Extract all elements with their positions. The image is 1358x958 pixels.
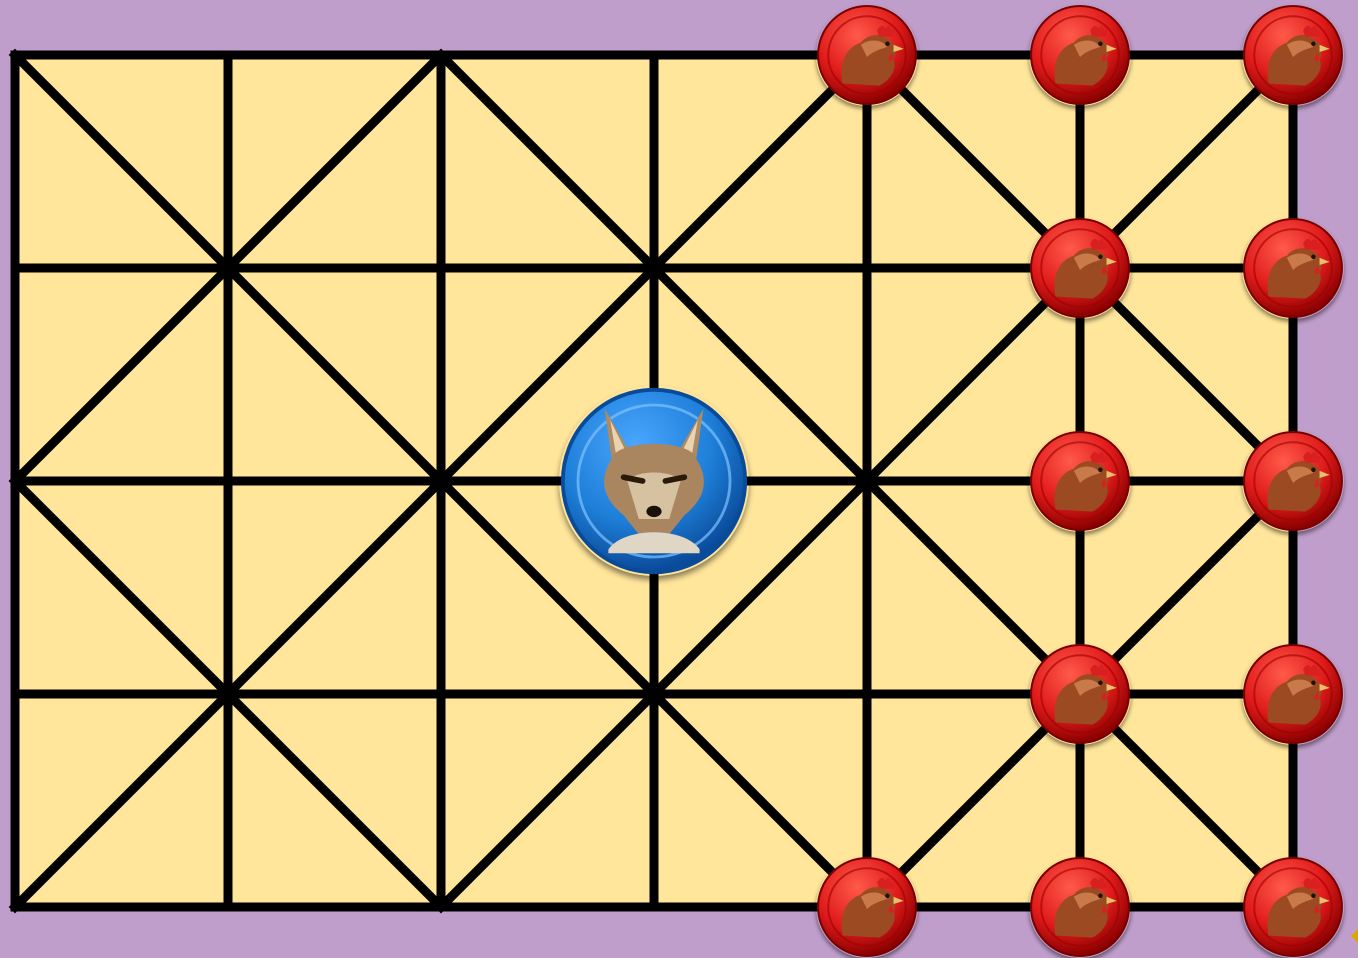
hen-icon [1242, 856, 1344, 958]
board-point[interactable] [853, 254, 881, 282]
hen-piece[interactable] [1242, 430, 1344, 532]
hen-piece[interactable] [1242, 4, 1344, 106]
hen-piece[interactable] [1029, 643, 1131, 745]
board-point[interactable] [214, 41, 242, 69]
board-point[interactable] [427, 254, 455, 282]
board-point[interactable] [1, 893, 29, 921]
board-point[interactable] [214, 254, 242, 282]
hen-icon [1242, 4, 1344, 106]
board-point[interactable] [853, 680, 881, 708]
board-point[interactable] [214, 893, 242, 921]
board-point[interactable] [853, 467, 881, 495]
board-point[interactable] [640, 41, 668, 69]
board-point[interactable] [1, 467, 29, 495]
hen-piece[interactable] [1242, 643, 1344, 745]
board-point[interactable] [427, 467, 455, 495]
hen-icon [1029, 430, 1131, 532]
board-point[interactable] [214, 467, 242, 495]
board-point[interactable] [1, 41, 29, 69]
hen-icon [1029, 856, 1131, 958]
fox-icon [559, 386, 749, 576]
hen-icon [1029, 643, 1131, 745]
hen-icon [1029, 217, 1131, 319]
board-point[interactable] [640, 893, 668, 921]
hen-piece[interactable] [816, 856, 918, 958]
board-point[interactable] [1, 254, 29, 282]
board-point[interactable] [427, 893, 455, 921]
hen-icon [1029, 4, 1131, 106]
board-point[interactable] [1, 680, 29, 708]
hen-icon [816, 856, 918, 958]
hen-piece[interactable] [1029, 217, 1131, 319]
hen-piece[interactable] [1029, 430, 1131, 532]
board-point[interactable] [427, 41, 455, 69]
hen-icon [1242, 643, 1344, 745]
scroll-arrow-icon[interactable] [1351, 929, 1358, 943]
board-point[interactable] [427, 680, 455, 708]
hen-icon [1242, 430, 1344, 532]
hen-icon [1242, 217, 1344, 319]
fox-piece[interactable] [559, 386, 749, 576]
hen-piece[interactable] [816, 4, 918, 106]
hen-piece[interactable] [1242, 856, 1344, 958]
hen-piece[interactable] [1242, 217, 1344, 319]
hen-icon [816, 4, 918, 106]
board-point[interactable] [640, 680, 668, 708]
hen-piece[interactable] [1029, 4, 1131, 106]
board-point[interactable] [214, 680, 242, 708]
hen-piece[interactable] [1029, 856, 1131, 958]
board-point[interactable] [640, 254, 668, 282]
